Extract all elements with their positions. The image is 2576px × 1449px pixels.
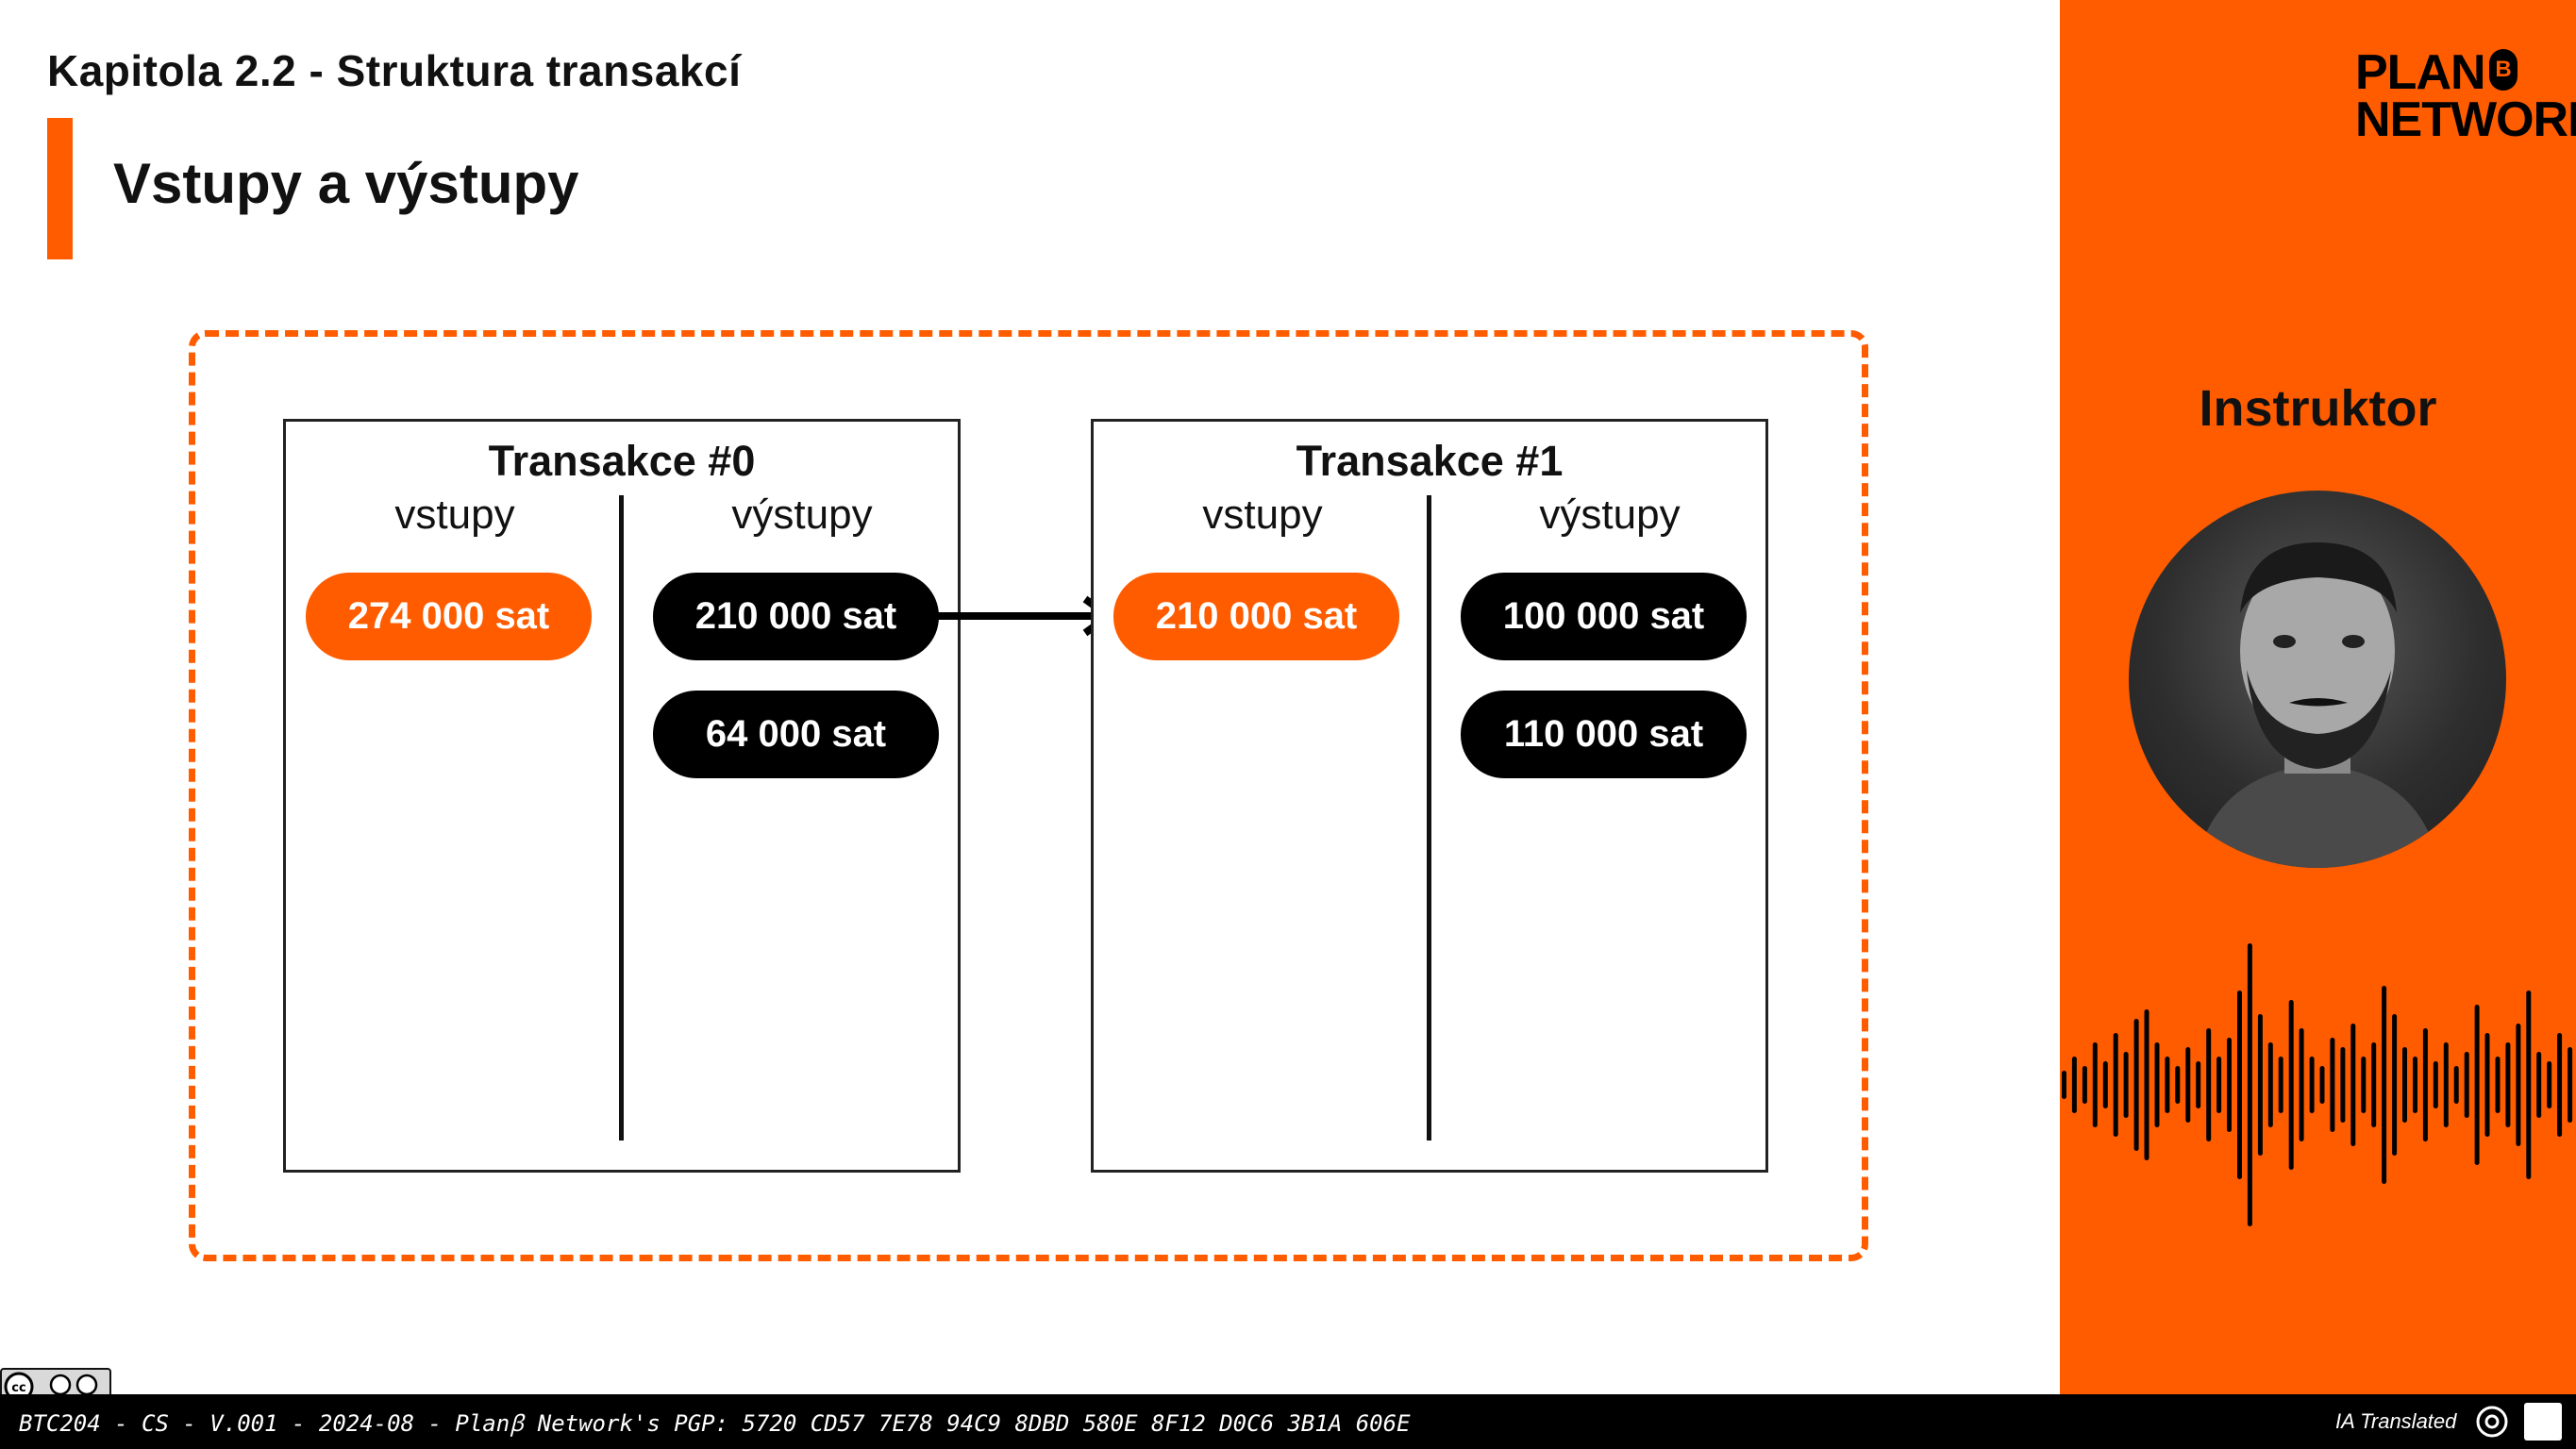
transaction-1-input-pill: 210 000 sat bbox=[1113, 573, 1399, 660]
waveform-bar bbox=[2433, 1061, 2438, 1108]
waveform-bar bbox=[2526, 991, 2532, 1179]
waveform-bar bbox=[2474, 1005, 2480, 1165]
waveform-bar bbox=[2392, 1014, 2398, 1156]
diagram-frame bbox=[189, 330, 1868, 1261]
transaction-0-divider bbox=[619, 495, 624, 1141]
instructor-label: Instruktor bbox=[2199, 380, 2437, 437]
lab-icon bbox=[2524, 1403, 2562, 1441]
waveform-bar bbox=[2516, 1024, 2521, 1146]
svg-text:cc: cc bbox=[11, 1381, 25, 1395]
waveform-bar bbox=[2102, 1061, 2108, 1108]
transaction-1-output-pill: 110 000 sat bbox=[1461, 691, 1747, 778]
transaction-1-outputs-label: výstupy bbox=[1539, 491, 1681, 538]
transaction-1-divider bbox=[1427, 495, 1431, 1141]
waveform-bar bbox=[2144, 1009, 2149, 1160]
waveform-bar bbox=[2402, 1047, 2407, 1123]
waveform-bar bbox=[2278, 1057, 2283, 1113]
transaction-1-title: Transakce #1 bbox=[1296, 437, 1564, 485]
waveform-bar bbox=[2237, 991, 2242, 1179]
waveform-bar bbox=[2319, 1066, 2325, 1104]
transaction-0-title: Transakce #0 bbox=[488, 437, 756, 485]
chapter-title: Kapitola 2.2 - Struktura transakcí bbox=[47, 46, 742, 95]
ia-translated-label: IA Translated bbox=[2335, 1409, 2457, 1433]
transaction-0-box: Transakce #0 vstupy výstupy 274 000 sat … bbox=[283, 419, 961, 1173]
audio-waveform bbox=[2062, 943, 2573, 1226]
waveform-bar bbox=[2206, 1028, 2212, 1141]
transaction-0-output-pill: 64 000 sat bbox=[653, 691, 939, 778]
waveform-bar bbox=[2257, 1014, 2263, 1156]
waveform-bar bbox=[2453, 1066, 2459, 1104]
waveform-bar bbox=[2495, 1057, 2501, 1113]
waveform-bar bbox=[2557, 1033, 2563, 1137]
waveform-bar bbox=[2175, 1066, 2181, 1104]
waveform-bar bbox=[2092, 1042, 2098, 1127]
waveform-bar bbox=[2299, 1028, 2304, 1141]
transaction-0-outputs-label: výstupy bbox=[731, 491, 873, 538]
title-accent-bar bbox=[47, 118, 73, 259]
waveform-bar bbox=[2062, 1071, 2066, 1099]
waveform-bar bbox=[2464, 1052, 2469, 1118]
transaction-0-output-pill: 210 000 sat bbox=[653, 573, 939, 660]
waveform-bar bbox=[2288, 1000, 2294, 1170]
footer-bar: BTC204 - CS - V.001 - 2024-08 - Planꞵ Ne… bbox=[0, 1394, 2576, 1449]
waveform-bar bbox=[2309, 1057, 2315, 1113]
waveform-bar bbox=[2536, 1052, 2542, 1118]
waveform-bar bbox=[2247, 943, 2252, 1226]
waveform-bar bbox=[2547, 1061, 2552, 1108]
transaction-1-output-pill: 100 000 sat bbox=[1461, 573, 1747, 660]
waveform-bar bbox=[2185, 1047, 2191, 1123]
waveform-bar bbox=[2413, 1057, 2417, 1113]
waveform-bar bbox=[2422, 1028, 2428, 1141]
instructor-avatar bbox=[2129, 491, 2506, 868]
waveform-bar bbox=[2443, 1042, 2449, 1127]
waveform-bar bbox=[2267, 1042, 2273, 1127]
waveform-bar bbox=[2133, 1019, 2139, 1151]
waveform-bar bbox=[2082, 1066, 2087, 1104]
waveform-bar bbox=[2216, 1057, 2222, 1113]
slide-title: Vstupy a výstupy bbox=[113, 152, 579, 215]
openai-icon bbox=[2476, 1406, 2508, 1438]
waveform-bar bbox=[2071, 1057, 2077, 1113]
waveform-bar bbox=[2484, 1033, 2490, 1137]
waveform-bar bbox=[2371, 1042, 2377, 1127]
waveform-bar bbox=[2382, 986, 2387, 1184]
transaction-1-box: Transakce #1 vstupy výstupy 210 000 sat … bbox=[1091, 419, 1768, 1173]
footer-text: BTC204 - CS - V.001 - 2024-08 - Planꞵ Ne… bbox=[19, 1410, 1411, 1437]
waveform-bar bbox=[2123, 1052, 2129, 1118]
waveform-bar bbox=[2350, 1024, 2356, 1146]
waveform-bar bbox=[2113, 1033, 2118, 1137]
waveform-bar bbox=[2340, 1047, 2346, 1123]
waveform-bar bbox=[2196, 1061, 2201, 1108]
waveform-bar bbox=[2330, 1038, 2335, 1132]
waveform-bar bbox=[2227, 1038, 2232, 1132]
waveform-bar bbox=[2361, 1057, 2367, 1113]
transaction-0-input-pill: 274 000 sat bbox=[306, 573, 592, 660]
waveform-bar bbox=[2568, 1047, 2573, 1123]
waveform-bar bbox=[2165, 1057, 2170, 1113]
transaction-0-inputs-label: vstupy bbox=[394, 491, 515, 538]
transaction-1-inputs-label: vstupy bbox=[1202, 491, 1323, 538]
waveform-bar bbox=[2154, 1042, 2160, 1127]
waveform-bar bbox=[2505, 1042, 2511, 1127]
